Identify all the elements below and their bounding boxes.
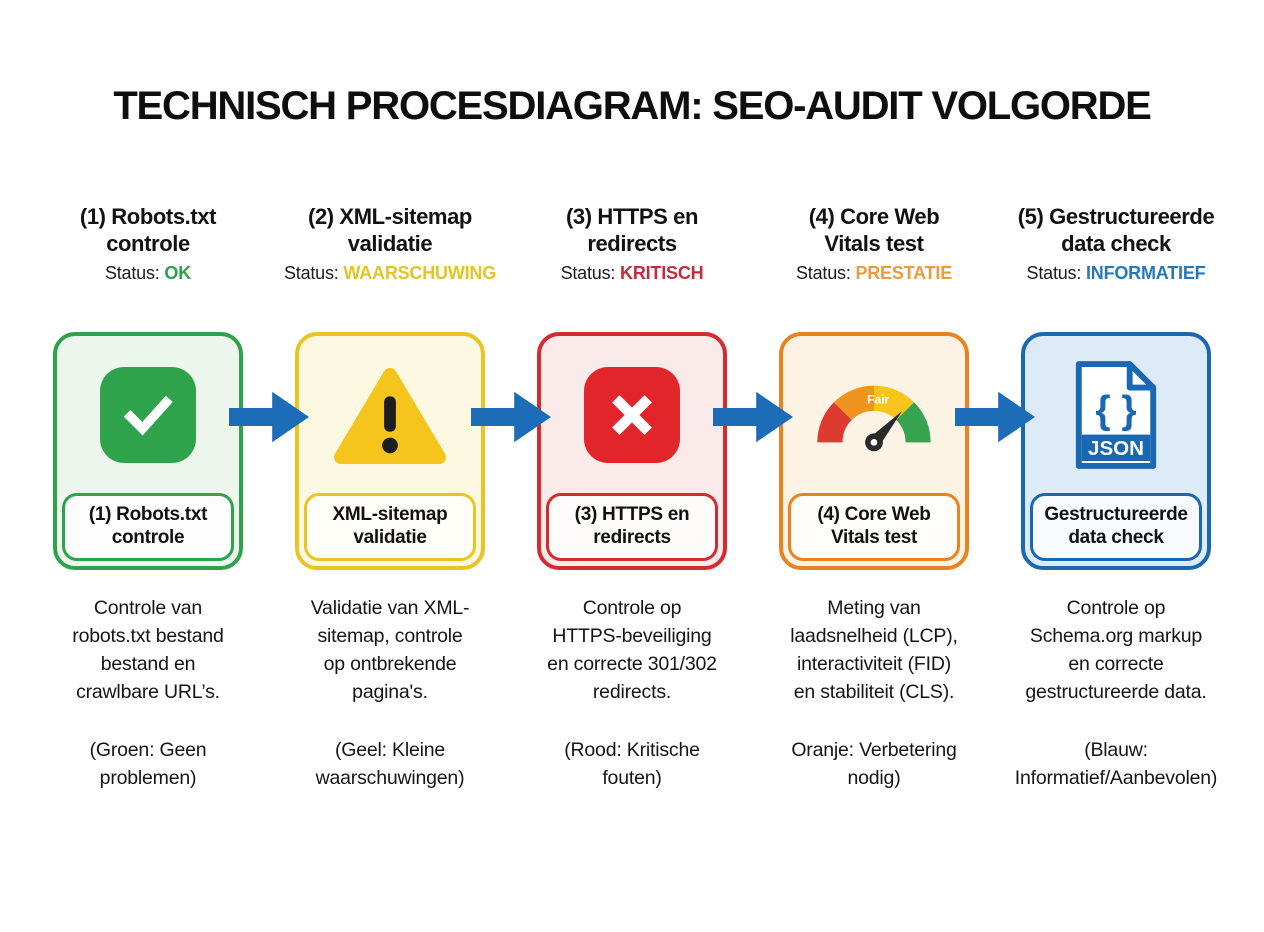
card-label: (4) Core Web Vitals test bbox=[788, 493, 960, 561]
status-value: INFORMATIEF bbox=[1085, 262, 1206, 283]
step-column-https-redirects: (3) HTTPS en redirects Status: KRITISCH … bbox=[511, 204, 753, 792]
status-label: Status: bbox=[1026, 262, 1082, 283]
step-header: (4) Core Web Vitals test Status: PRESTAT… bbox=[796, 204, 952, 306]
step-color-note: Oranje: Verbetering nodig) bbox=[791, 739, 957, 790]
step-column-core-web-vitals: (4) Core Web Vitals test Status: PRESTAT… bbox=[753, 204, 995, 792]
step-description: Controle op HTTPS-beveiliging en correct… bbox=[547, 597, 717, 704]
step-description: Meting van laadsnelheid (LCP), interacti… bbox=[790, 597, 958, 704]
step-heading: (2) XML-sitemap validatie bbox=[308, 204, 472, 256]
status-label: Status: bbox=[796, 262, 851, 283]
status-value: PRESTATIE bbox=[855, 262, 952, 283]
step-description: Controle van robots.txt bestand bestand … bbox=[72, 597, 224, 704]
gauge-icon: Fair bbox=[817, 385, 931, 452]
gauge-fair-label: Fair bbox=[867, 393, 889, 407]
step-header: (2) XML-sitemap validatie Status: WAARSC… bbox=[284, 204, 496, 306]
step-heading: (1) Robots.txt controle bbox=[79, 204, 217, 256]
status-value: OK bbox=[164, 262, 192, 283]
step-card: Fair (4) Core Web Vitals test bbox=[779, 332, 969, 570]
json-band bbox=[1081, 434, 1151, 461]
json-label: JSON bbox=[1088, 437, 1144, 460]
error-icon bbox=[584, 366, 680, 463]
step-color-note: (Rood: Kritische fouten) bbox=[564, 739, 700, 790]
step-status: Status: KRITISCH bbox=[561, 263, 704, 284]
step-heading: (4) Core Web Vitals test bbox=[808, 204, 940, 256]
step-status: Status: WAARSCHUWING bbox=[284, 263, 496, 284]
icon-zone: Fair bbox=[783, 336, 965, 493]
warning-icon bbox=[334, 367, 446, 464]
card-label: XML-sitemap validatie bbox=[304, 493, 476, 561]
json-file-icon: { } JSON bbox=[1075, 360, 1157, 469]
page-title: TECHNISCH PROCESDIAGRAM: SEO-AUDIT VOLGO… bbox=[113, 84, 1152, 128]
step-description: Validatie van XML- sitemap, controle op … bbox=[310, 597, 470, 704]
step-description: Controle op Schema.org markup en correct… bbox=[1025, 597, 1207, 704]
step-status: Status: PRESTATIE bbox=[796, 263, 952, 284]
status-value: WAARSCHUWING bbox=[343, 262, 497, 283]
icon-zone bbox=[299, 336, 481, 493]
step-header: (5) Gestructureerde data check Status: I… bbox=[1018, 204, 1215, 306]
json-braces: { } bbox=[1095, 389, 1136, 432]
card-label: (3) HTTPS en redirects bbox=[546, 493, 718, 561]
icon-zone: { } JSON bbox=[1025, 336, 1207, 493]
step-heading: (5) Gestructureerde data check bbox=[1017, 204, 1215, 256]
step-card: { } JSON Gestructureerde data check bbox=[1021, 332, 1211, 570]
step-header: (3) HTTPS en redirects Status: KRITISCH bbox=[561, 204, 704, 306]
card-label: Gestructureerde data check bbox=[1030, 493, 1202, 561]
step-heading: (3) HTTPS en redirects bbox=[565, 204, 699, 256]
card-label: (1) Robots.txt controle bbox=[62, 493, 234, 561]
process-flow: (1) Robots.txt controle Status: OK (1) R… bbox=[27, 204, 1237, 792]
icon-zone bbox=[541, 336, 723, 493]
step-column-xml-sitemap: (2) XML-sitemap validatie Status: WAARSC… bbox=[269, 204, 511, 792]
status-label: Status: bbox=[283, 262, 339, 283]
step-status: Status: INFORMATIEF bbox=[1018, 263, 1215, 284]
step-header: (1) Robots.txt controle Status: OK bbox=[79, 204, 217, 306]
icon-zone bbox=[57, 336, 239, 493]
step-card: XML-sitemap validatie bbox=[295, 332, 485, 570]
check-icon bbox=[100, 366, 196, 463]
status-value: KRITISCH bbox=[620, 262, 704, 283]
step-card: (1) Robots.txt controle bbox=[53, 332, 243, 570]
status-label: Status: bbox=[104, 262, 160, 283]
step-color-note: (Geel: Kleine waarschuwingen) bbox=[315, 739, 465, 790]
status-label: Status: bbox=[560, 262, 616, 283]
error-icon bbox=[612, 394, 652, 435]
step-color-note: (Groen: Geen problemen) bbox=[89, 739, 207, 790]
step-column-structured-data: (5) Gestructureerde data check Status: I… bbox=[995, 204, 1237, 792]
step-column-robots-txt: (1) Robots.txt controle Status: OK (1) R… bbox=[27, 204, 269, 792]
step-color-note: (Blauw: Informatief/Aanbevolen) bbox=[1014, 739, 1218, 790]
step-status: Status: OK bbox=[80, 263, 216, 284]
step-card: (3) HTTPS en redirects bbox=[537, 332, 727, 570]
check-icon bbox=[123, 395, 173, 436]
